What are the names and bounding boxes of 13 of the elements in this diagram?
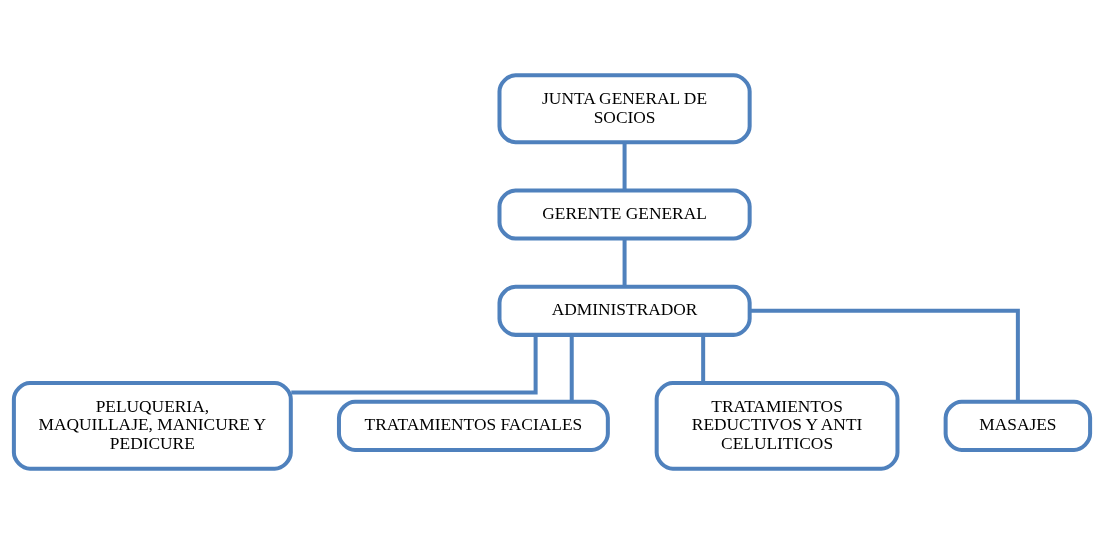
node-box: TRATAMIENTOS REDUCTIVOS Y ANTI CELULITICOS [654,380,900,471]
connector [622,238,627,286]
node-box: GERENTE GENERAL [497,187,752,241]
connector [622,142,627,190]
node-box: TRATAMIENTOS FACIALES [336,399,610,452]
connector [291,334,538,394]
node-box: ADMINISTRADOR [497,284,752,337]
connector [701,334,706,383]
node-box: MASAJES [943,399,1093,452]
node-box: JUNTA GENERAL DE SOCIOS [497,72,752,144]
connector [569,334,574,401]
node-box: PELUQUERIA, MAQUILLAJE, MANICURE Y PEDICURE [11,380,293,471]
connector [750,308,1020,401]
